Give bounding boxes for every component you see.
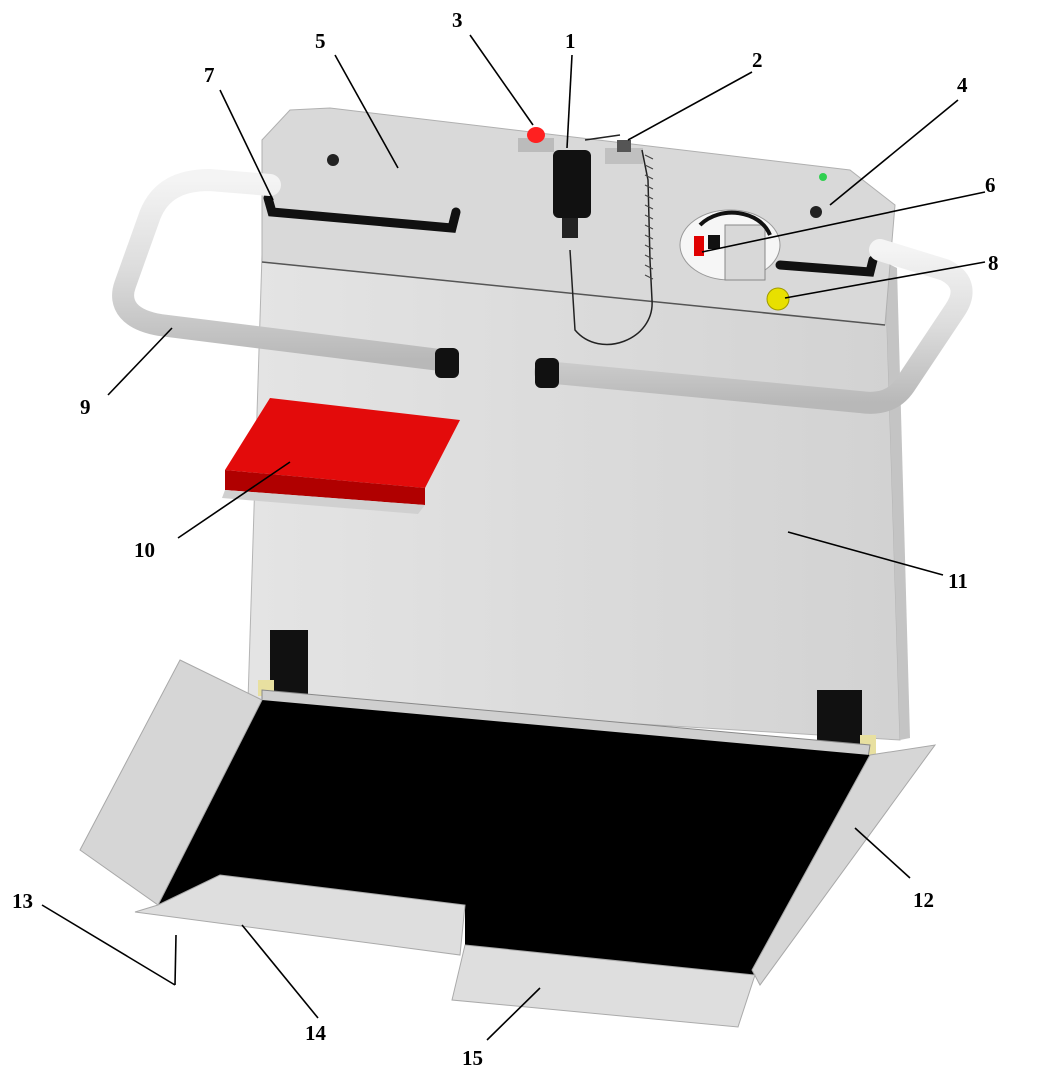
callout-15: 15 [462,1046,483,1068]
leader-6 [701,191,986,253]
leader-13b [174,934,177,986]
leader-9 [107,327,173,396]
callout-labels: 1 2 3 4 5 6 7 8 9 10 11 12 13 14 15 [12,8,999,1068]
handheld-device [553,150,591,218]
leader-7 [219,89,274,201]
red-pad-base [222,490,425,514]
display-cable [698,210,772,236]
callout-11: 11 [948,569,968,593]
leader-8 [784,261,986,299]
leader-2 [627,71,753,141]
callout-3: 3 [452,8,463,32]
connector-base [605,148,643,164]
callout-9: 9 [80,395,91,419]
rail-left [112,168,451,371]
callout-14: 14 [305,1021,327,1045]
red-button [527,127,545,143]
right-handle [775,255,878,277]
callout-2: 2 [752,48,763,72]
leader-15 [486,987,541,1041]
callout-5: 5 [315,29,326,53]
coiled-cable [569,134,653,346]
bracket-left [270,630,308,695]
callout-12: 12 [913,888,934,912]
callout-10: 10 [134,538,155,562]
rail-right [534,239,973,414]
panel-side-edge [885,262,910,740]
screw-left [327,154,339,166]
leader-12 [854,827,911,879]
screw-right [810,206,822,218]
button-base [518,138,554,152]
callout-1: 1 [565,29,576,53]
callout-4: 4 [957,73,968,97]
green-led [819,173,827,181]
connector-plug [617,140,631,152]
callout-8: 8 [988,251,999,275]
red-pad-front [225,470,425,505]
cable-coils [644,154,654,280]
leader-11 [787,531,944,576]
display-module [724,224,766,281]
callout-7: 7 [204,63,215,87]
leader-lines [41,34,986,1041]
front-plate-left [134,874,466,956]
leader-13a [41,904,176,986]
black-switch [708,235,720,249]
handheld-tip [562,218,578,238]
housing-seam [261,261,886,326]
leader-5 [334,54,399,169]
leader-1 [566,54,573,149]
callout-13: 13 [12,889,33,913]
front-plate-right [451,944,756,1028]
leader-14 [241,924,319,1019]
leader-10 [177,461,291,539]
red-toggle [694,236,704,256]
leader-4 [829,99,959,206]
left-handle [263,193,461,233]
leader-3 [469,34,534,126]
rail-end-cap-left [435,348,459,378]
yellow-button [766,287,790,311]
rail-end-cap-right [535,358,559,388]
right-flap [751,744,937,986]
callout-6: 6 [985,173,996,197]
black-sheet [158,700,870,975]
